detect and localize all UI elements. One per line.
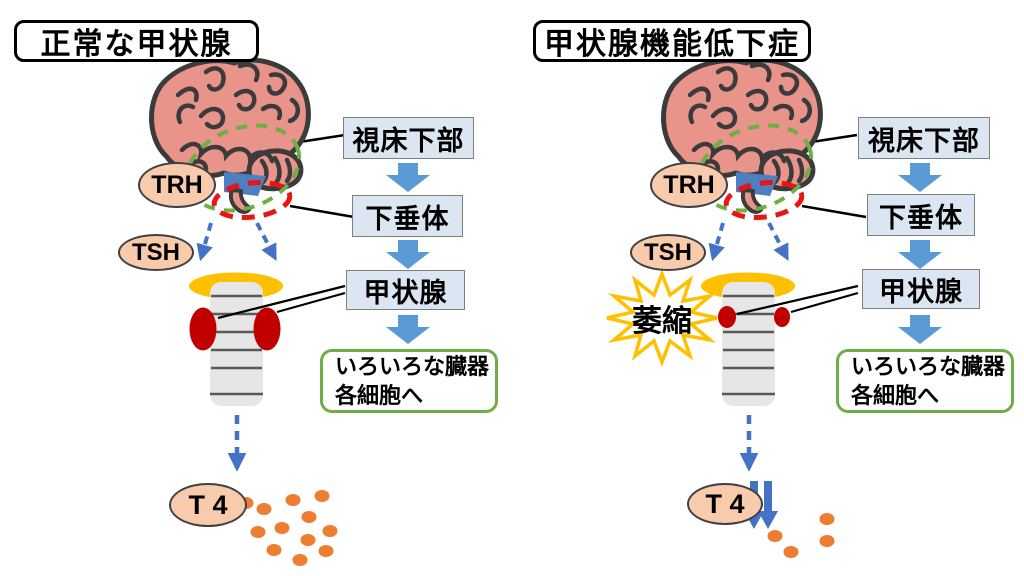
pituitary-box: 下垂体 — [352, 195, 463, 237]
target-line2: 各細胞へ — [335, 383, 424, 408]
t4-dot — [256, 503, 272, 515]
atrophied-thyroid-lobe-left — [718, 306, 736, 328]
target-organs-box: いろいろな臓器 各細胞へ — [320, 349, 498, 413]
t4-dot — [322, 525, 338, 537]
thyroid-pointer-lines — [217, 284, 346, 320]
trh-label: TRH — [138, 162, 216, 208]
t4-hormone-dots-reduced — [767, 513, 835, 558]
hypothalamus-box: 視床下部 — [858, 117, 990, 159]
target-line2: 各細胞へ — [851, 383, 940, 408]
normal-panel-art — [152, 60, 431, 566]
tsh-label: TSH — [118, 234, 194, 271]
target-organs-box: いろいろな臓器 各細胞へ — [836, 349, 1014, 413]
t4-dot — [301, 511, 317, 523]
thyroid-lobe-left — [189, 307, 217, 351]
atrophy-label: 萎縮 — [632, 305, 692, 338]
atrophied-thyroid-lobe-right — [774, 307, 790, 327]
t4-dot — [250, 526, 266, 538]
t4-hormone-dots-normal — [238, 490, 338, 566]
t4-dot — [292, 554, 308, 566]
hypothyroid-panel-art — [606, 60, 942, 558]
t4-dot — [783, 546, 799, 558]
t4-dot — [819, 535, 835, 547]
thyroid-box: 甲状腺 — [862, 269, 980, 309]
target-line1: いろいろな臓器 — [335, 353, 490, 379]
t4-dot — [266, 544, 282, 556]
t4-dot — [767, 530, 783, 542]
hypothyroidism-title: 甲状腺機能低下症 — [533, 20, 811, 62]
normal-thyroid-title: 正常な甲状腺 — [14, 20, 259, 62]
trh-label: TRH — [650, 162, 728, 208]
t4-dot — [318, 545, 334, 557]
t4-dot — [819, 513, 835, 525]
t4-label: T 4 — [169, 483, 247, 527]
t4-dot — [285, 494, 301, 506]
thyroid-pointer-lines — [736, 284, 859, 316]
t4-dot — [274, 522, 290, 534]
tsh-label: TSH — [630, 234, 706, 271]
t4-dot — [314, 490, 330, 502]
hypothalamus-box: 視床下部 — [343, 117, 474, 159]
atrophy-starburst — [606, 269, 718, 367]
target-line1: いろいろな臓器 — [851, 353, 1006, 379]
thyroid-lobe-right — [253, 307, 281, 351]
pituitary-box: 下垂体 — [867, 194, 975, 236]
t4-dot — [300, 534, 316, 546]
thyroid-box: 甲状腺 — [346, 270, 465, 310]
t4-label: T 4 — [687, 483, 763, 525]
